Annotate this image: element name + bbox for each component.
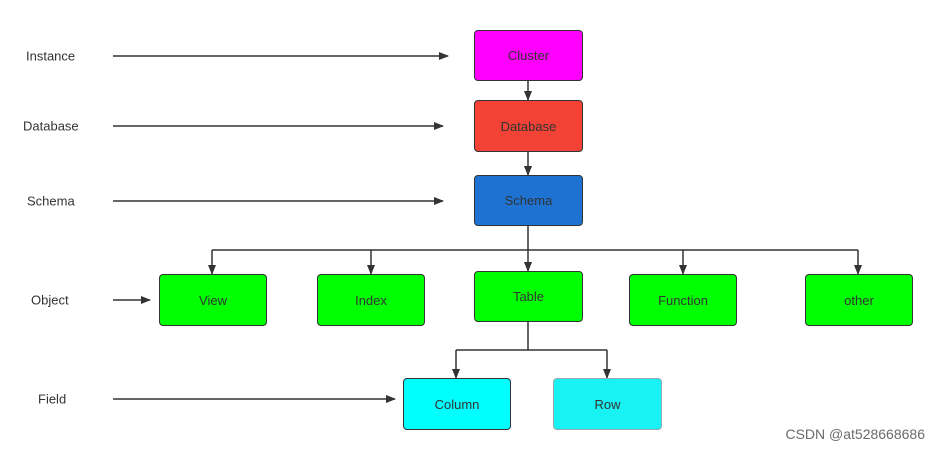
index-node: Index (317, 274, 425, 326)
database-node: Database (474, 100, 583, 152)
level-label-object: Object (31, 292, 69, 308)
level-label-field: Field (38, 391, 67, 407)
function-node: Function (629, 274, 737, 326)
schema-node: Schema (474, 175, 583, 226)
view-node: View (159, 274, 267, 326)
level-label-instance: Instance (26, 48, 76, 64)
level-label-schema: Schema (27, 193, 75, 209)
other-node: other (805, 274, 913, 326)
watermark-text: CSDN @at528668686 (785, 426, 925, 442)
column-node: Column (403, 378, 511, 430)
level-label-database: Database (23, 118, 79, 134)
cluster-node: Cluster (474, 30, 583, 81)
table-node: Table (474, 271, 583, 322)
row-node: Row (553, 378, 662, 430)
